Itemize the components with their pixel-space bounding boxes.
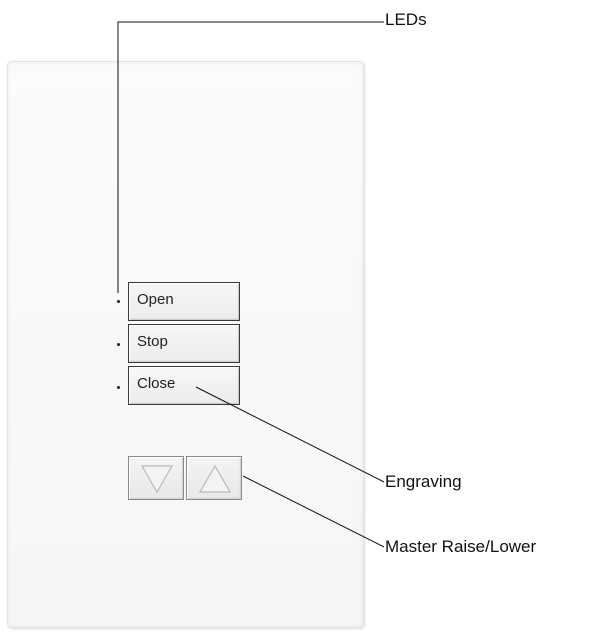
engraving-leader-line <box>195 386 385 483</box>
open-button-engraving: Open <box>137 291 174 308</box>
up-triangle-icon <box>198 464 232 493</box>
led-stop <box>117 343 120 346</box>
led-close <box>117 386 120 389</box>
master-leader-line <box>242 475 385 548</box>
stop-button-engraving: Stop <box>137 333 168 350</box>
engraving-label: Engraving <box>385 472 462 491</box>
close-button[interactable]: Close <box>128 366 240 405</box>
down-triangle-icon <box>140 465 174 494</box>
master-lower-button[interactable] <box>128 456 184 500</box>
open-button[interactable]: Open <box>128 282 240 321</box>
master-raise-button[interactable] <box>186 456 242 500</box>
close-button-engraving: Close <box>137 375 176 392</box>
master-raise-lower-label: Master Raise/Lower <box>385 537 537 556</box>
led-open <box>117 300 120 303</box>
stop-button[interactable]: Stop <box>128 324 240 363</box>
leds-label: LEDs <box>385 10 427 29</box>
leds-leader-line <box>117 21 384 293</box>
